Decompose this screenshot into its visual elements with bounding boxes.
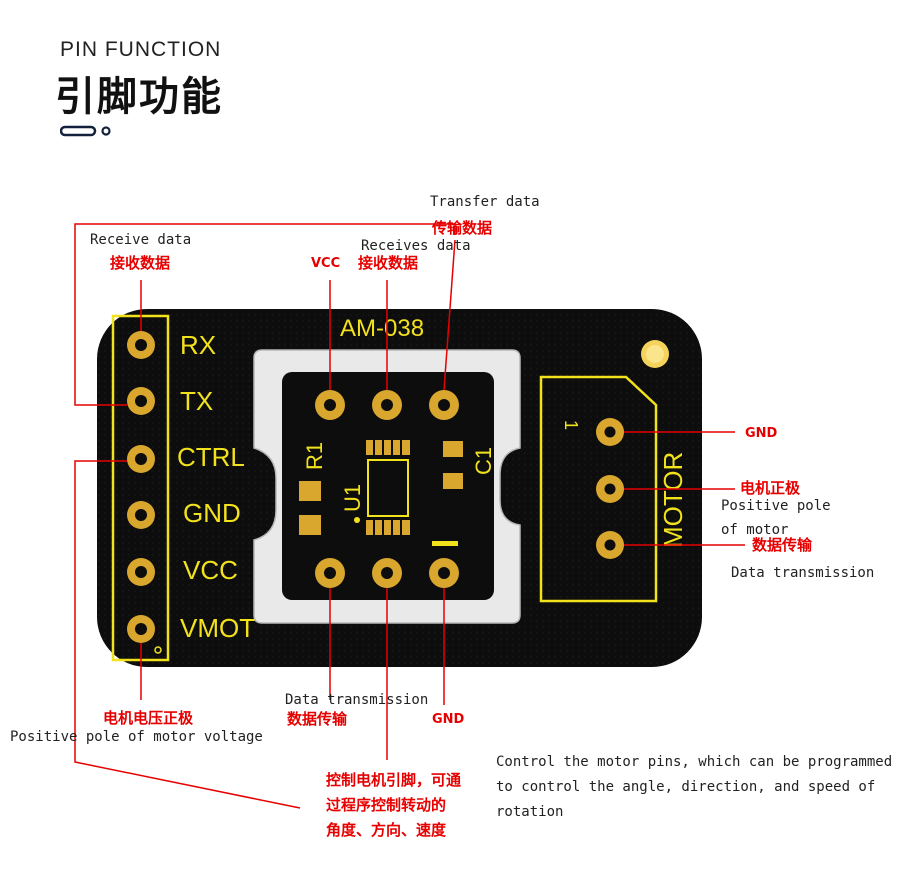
motor-label: MOTOR <box>658 452 688 548</box>
header-title-en: PIN FUNCTION <box>60 38 222 61</box>
c1-label: C1 <box>471 447 496 475</box>
annot-receives-data-cn: 接收数据 <box>358 254 418 272</box>
r1-label: R1 <box>302 442 327 470</box>
annot-receives-data-en: Receives data <box>361 238 471 254</box>
annot-motor-pos-en-1: Positive pole <box>721 498 831 514</box>
annot-data-trans-right-cn: 数据传输 <box>752 536 813 554</box>
module-top-pads <box>315 390 459 420</box>
board-model-label: AM-038 <box>340 315 424 342</box>
annot-ctrl-en-2: to control the angle, direction, and spe… <box>496 779 875 795</box>
header-decoration-icon <box>60 125 111 137</box>
annot-motor-pos-en-2: of motor <box>721 522 788 538</box>
annot-gnd-bottom: GND <box>432 712 465 727</box>
u1-label: U1 <box>340 484 365 512</box>
annot-data-trans-bottom-cn: 数据传输 <box>287 710 348 728</box>
annot-vcc-top: VCC <box>311 256 340 271</box>
left-pin-pads <box>127 331 155 643</box>
module-bottom-pads <box>315 558 459 588</box>
header-title-cn: 引脚功能 <box>55 74 223 120</box>
motor-pads <box>596 418 624 559</box>
annot-gnd-right: GND <box>745 426 778 441</box>
c1-pad-bottom <box>443 473 463 489</box>
r1-pad-bottom <box>299 515 321 535</box>
annot-data-trans-bottom-en: Data transmission <box>285 692 428 708</box>
c1-pad-top <box>443 441 463 457</box>
annot-ctrl-cn-1: 控制电机引脚，可通 <box>326 771 461 789</box>
annot-motor-pos-cn: 电机正极 <box>740 479 801 497</box>
annot-vmot-en: Positive pole of motor voltage <box>10 729 263 745</box>
r1-pad-top <box>299 481 321 501</box>
annot-data-trans-right-en: Data transmission <box>731 565 874 581</box>
pin-label-ctrl: CTRL <box>177 442 245 472</box>
pin-label-tx: TX <box>180 386 213 416</box>
pin-label-rx: RX <box>180 330 216 360</box>
annot-ctrl-cn-3: 角度、方向、速度 <box>326 821 447 839</box>
motor-connector-outline <box>539 375 658 603</box>
annot-receive-data-cn: 接收数据 <box>110 254 170 272</box>
annot-receive-data-en: Receive data <box>90 232 191 248</box>
pin-label-vmot: VMOT <box>180 613 255 643</box>
annot-ctrl-en-1: Control the motor pins, which can be pro… <box>496 754 892 770</box>
annot-ctrl-cn-2: 过程序控制转动的 <box>326 796 446 814</box>
annot-transfer-data-en: Transfer data <box>430 194 540 210</box>
pin-label-gnd: GND <box>183 498 241 528</box>
u1-chip <box>366 440 410 535</box>
annot-vmot-cn: 电机电压正极 <box>103 709 194 727</box>
pin-label-vcc: VCC <box>183 555 238 585</box>
motor-pin1-label: 1 <box>561 420 581 430</box>
annot-transfer-data-cn: 传输数据 <box>431 219 492 237</box>
annotation-lines <box>74 223 745 809</box>
annot-ctrl-en-3: rotation <box>496 804 563 820</box>
